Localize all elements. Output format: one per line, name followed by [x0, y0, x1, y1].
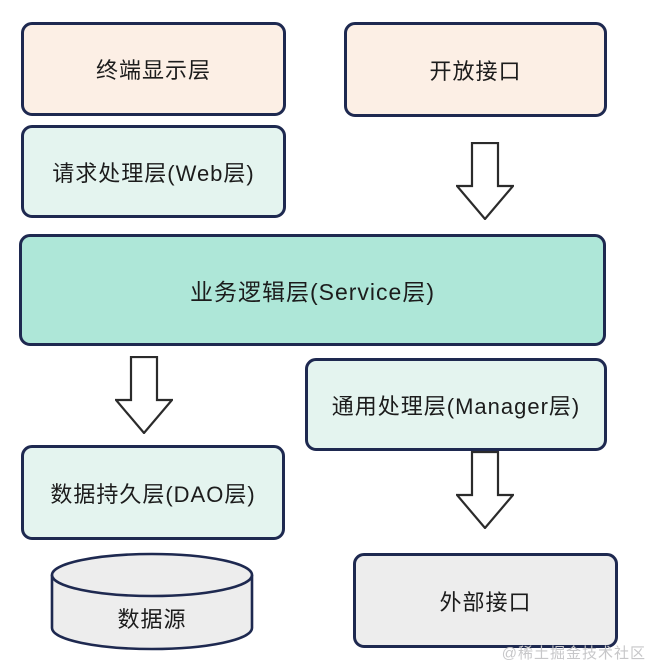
node-service-layer: 业务逻辑层(Service层) [19, 234, 606, 346]
down-arrow-icon [456, 142, 514, 220]
node-label: 通用处理层(Manager层) [331, 393, 581, 419]
node-terminal-display-layer: 终端显示层 [21, 22, 286, 116]
node-label: 业务逻辑层(Service层) [189, 279, 435, 305]
node-label: 数据持久层(DAO层) [50, 481, 256, 507]
node-external-interface: 外部接口 [353, 553, 618, 648]
node-label: 请求处理层(Web层) [52, 160, 255, 186]
node-dao-layer: 数据持久层(DAO层) [21, 445, 285, 540]
database-cylinder-icon [50, 552, 254, 651]
node-label: 开放接口 [429, 58, 522, 84]
node-datasource: 数据源 [52, 600, 252, 636]
node-label: 外部接口 [439, 589, 532, 615]
down-arrow-icon [115, 356, 173, 434]
node-manager-layer: 通用处理层(Manager层) [305, 358, 607, 451]
down-arrow-icon [456, 451, 514, 529]
node-open-interface: 开放接口 [344, 22, 607, 117]
node-label: 终端显示层 [95, 58, 211, 83]
node-label: 数据源 [117, 607, 187, 632]
node-web-layer: 请求处理层(Web层) [21, 125, 286, 218]
watermark: @稀土掘金技术社区 [501, 645, 646, 662]
